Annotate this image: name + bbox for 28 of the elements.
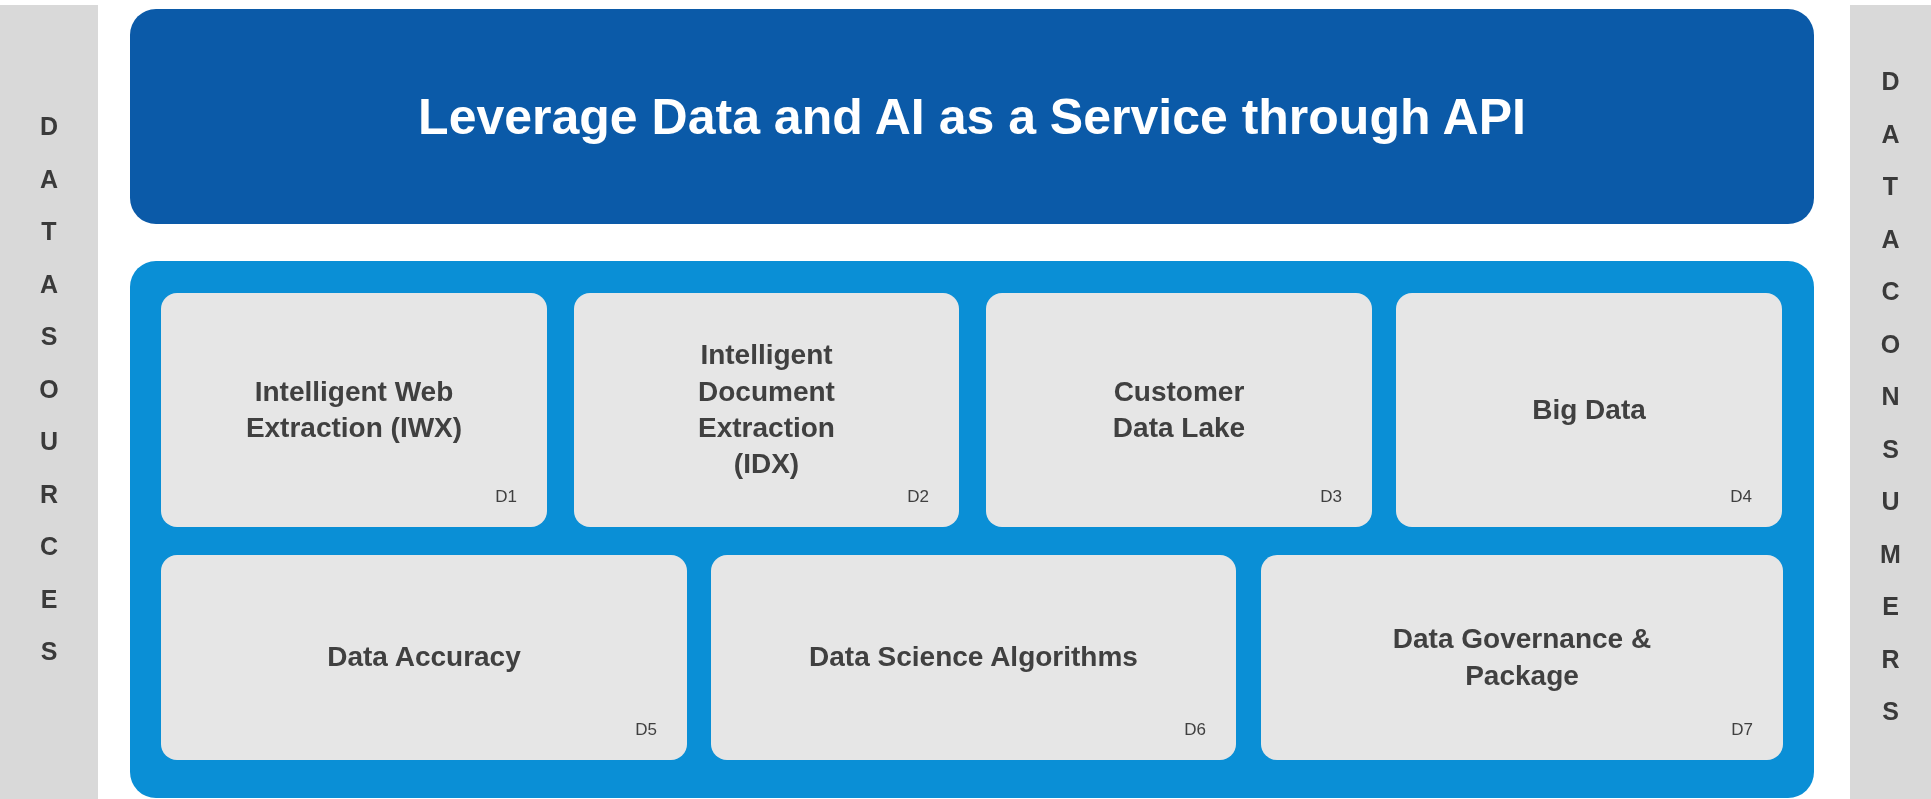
module-label: Customer Data Lake	[1111, 374, 1247, 445]
module-code: D2	[907, 487, 929, 507]
banner-title: Leverage Data and AI as a Service through API	[418, 87, 1526, 146]
side-bar	[1850, 5, 1931, 799]
module-label: Intelligent Document Extraction (IDX)	[697, 338, 836, 482]
vertical-label: DATA SOURCES	[38, 111, 60, 667]
module-code: D7	[1731, 720, 1753, 740]
module-code: D1	[495, 487, 517, 507]
panel-background	[130, 261, 1814, 798]
module-code: D5	[635, 720, 657, 740]
module-label: Intelligent Web Extraction (IWX)	[244, 374, 464, 445]
module-label: Data Accuracy	[326, 640, 522, 675]
module-label: Data Governance & Package	[1391, 622, 1653, 693]
module-label: Big Data	[1531, 392, 1647, 427]
module-code: D4	[1730, 487, 1752, 507]
vertical-label: DATA CONSUMERS	[1879, 66, 1902, 727]
module-card	[161, 293, 547, 527]
module-card	[1261, 555, 1783, 760]
module-card	[711, 555, 1236, 760]
banner	[130, 9, 1814, 224]
module-card	[986, 293, 1372, 527]
side-bar	[0, 5, 98, 799]
module-card	[161, 555, 687, 760]
module-code: D6	[1184, 720, 1206, 740]
module-card	[1396, 293, 1782, 527]
module-card	[574, 293, 959, 527]
module-code: D3	[1320, 487, 1342, 507]
module-label: Data Science Algorithms	[808, 640, 1139, 675]
